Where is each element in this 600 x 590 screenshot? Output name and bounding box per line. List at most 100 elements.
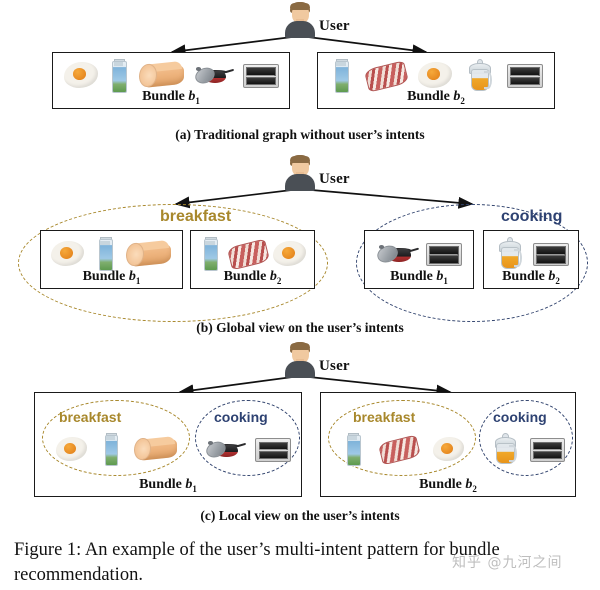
bread-loaf-icon [138,59,185,91]
bundle-word: Bundle [502,269,545,285]
milk-carton-icon [100,433,121,467]
bundle-symbol: b [453,89,461,105]
bundle-b-cooking-b1-items [365,235,473,272]
bundle-c-b2-label: Bundle b2 [321,477,575,494]
fried-egg-icon [418,60,452,90]
frying-pan-icon [192,60,235,90]
frying-pan-icon [204,434,246,464]
milk-carton-icon [342,433,363,467]
juicer-icon [490,433,519,466]
intent-label-cooking-b: cooking [501,208,563,225]
bundle-b-breakfast-b1-label: Bundle b1 [41,269,182,286]
bundle-box-b-cooking-b1[interactable]: Bundle b1 [364,230,474,289]
bacon-icon [226,238,270,271]
fried-egg-icon [51,239,84,269]
bundle-subscript: 2 [555,276,560,286]
intent-label-cooking-c-b1: cooking [214,409,268,425]
intent-ellipse-cooking-c-b2[interactable] [479,400,573,476]
milk-carton-icon [107,58,129,93]
bundle-b-breakfast-b2-label: Bundle b2 [191,269,314,286]
bundle-subscript: 2 [460,96,465,106]
user-label: User [319,18,350,34]
intent-ellipse-breakfast-c-b2[interactable] [328,400,476,476]
bundle-b-cooking-b2-items [484,235,578,272]
bundle-word: Bundle [82,269,126,285]
milk-carton-icon [330,58,352,93]
bundle-subscript: 1 [192,484,197,494]
bundle-a-b1-items [53,57,289,93]
bundle-subscript: 2 [276,276,282,286]
panel-b-global-view: User breakfast cooking Bundle b1 [0,150,600,340]
bundle-symbol: b [465,477,473,493]
bundle-subscript: 1 [195,96,200,106]
user-node-b[interactable]: User [285,155,350,191]
watermark: 知乎 @九河之间 [452,555,563,571]
user-label: User [319,171,350,187]
juicer-icon [464,58,494,92]
bundle-word: Bundle [419,477,462,493]
bundle-box-c-b1[interactable]: breakfast cooking Bundle b1 [34,392,302,497]
oven-icon [532,238,570,270]
bread-loaf-icon [126,238,172,270]
fried-egg-icon [55,435,87,463]
bundle-box-b-breakfast-b2[interactable]: Bundle b2 [190,230,315,289]
intent-ellipse-breakfast-b[interactable] [18,204,328,322]
oven-icon [529,434,566,465]
fried-egg-icon [273,239,306,269]
bundle-symbol: b [269,269,277,285]
oven-icon [506,59,544,91]
bacon-icon [377,434,421,466]
bundle-a-b2-label: Bundle b2 [318,89,554,106]
bread-loaf-icon [134,434,178,465]
bundle-box-a-b2[interactable]: Bundle b2 [317,52,555,109]
bundle-word: Bundle [223,269,267,285]
user-node-c[interactable]: User [285,342,350,378]
oven-icon [425,238,463,270]
bundle-c-b2-cooking-items [485,430,569,468]
bundle-a-b1-label: Bundle b1 [53,89,289,106]
bundle-box-a-b1[interactable]: Bundle b1 [52,52,290,109]
bundle-c-b1-breakfast-items [49,430,185,468]
intent-ellipse-cooking-c-b1[interactable] [195,400,300,476]
bundle-symbol: b [548,269,556,285]
bundle-box-b-breakfast-b1[interactable]: Bundle b1 [40,230,183,289]
bundle-box-b-cooking-b2[interactable]: Bundle b2 [483,230,579,289]
intent-ellipse-breakfast-c-b1[interactable] [42,400,190,476]
bundle-c-b2-breakfast-items [335,430,471,468]
juicer-icon [494,237,524,271]
subcaption-b: (b) Global view on the user’s intents [196,320,404,335]
bundle-word: Bundle [407,89,450,105]
user-avatar-icon [285,342,315,378]
intent-label-breakfast-b: breakfast [160,208,232,225]
bacon-icon [363,60,409,93]
intent-label-breakfast-c-b2: breakfast [353,409,416,425]
bundle-word: Bundle [390,269,433,285]
fried-egg-icon [432,435,464,463]
user-node-a[interactable]: User [285,2,350,38]
bundle-b-breakfast-b1-items [41,235,182,272]
bundle-subscript: 1 [443,276,448,286]
intent-label-cooking-c-b2: cooking [493,409,547,425]
user-avatar-icon [285,2,315,38]
milk-carton-icon [199,237,221,272]
bundle-symbol: b [185,477,193,493]
bundle-c-b1-cooking-items [201,430,295,468]
bundle-box-c-b2[interactable]: breakfast cooking Bundle b2 [320,392,576,497]
bundle-word: Bundle [139,477,182,493]
oven-icon [255,434,292,465]
intent-ellipse-cooking-b[interactable] [356,204,588,322]
fried-egg-icon [63,60,98,90]
bundle-subscript: 1 [135,276,141,286]
figure-caption: Figure 1: An example of the user’s multi… [14,540,500,585]
bundle-a-b2-items [318,57,554,93]
bundle-symbol: b [188,89,196,105]
bundle-symbol: b [436,269,444,285]
frying-pan-icon [374,238,419,269]
user-label: User [319,358,350,374]
bundle-b-cooking-b1-label: Bundle b1 [365,269,473,286]
panel-c-local-view: User breakfast cooking Bundle b1 [0,340,600,530]
bundle-symbol: b [128,269,136,285]
panel-a-traditional-graph: User Bundle b1 [0,0,600,150]
bundle-c-b1-label: Bundle b1 [35,477,301,494]
